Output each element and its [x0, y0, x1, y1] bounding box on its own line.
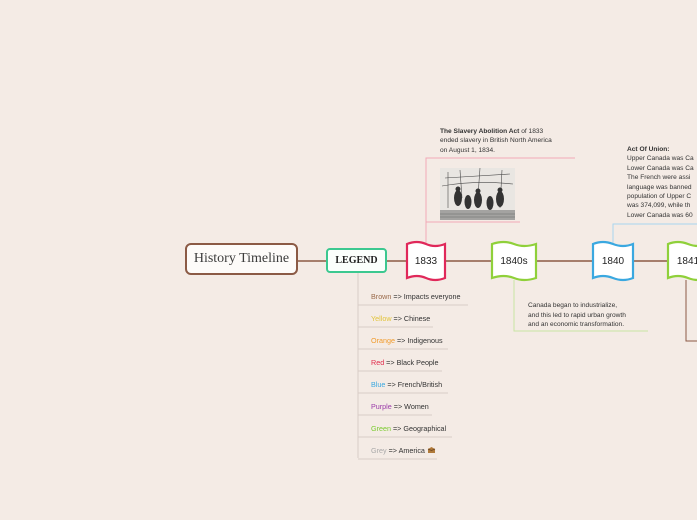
- timeline-label: 1833: [414, 255, 438, 267]
- note-line: on August 1, 1834.: [440, 146, 495, 154]
- note-line: Lower Canada was 60: [627, 211, 693, 219]
- legend-meaning: => Women: [391, 402, 429, 411]
- root-title: History Timeline: [193, 251, 290, 266]
- timeline-label: 1840s: [500, 255, 528, 267]
- note-line: The Slavery Abolition Act of 1833: [440, 127, 580, 136]
- note-act-of-union[interactable]: Act Of Union: Upper Canada was Ca Lower …: [627, 145, 697, 220]
- note-line: population of Upper C: [627, 193, 692, 201]
- timeline-topic-1841[interactable]: 1841: [666, 240, 697, 282]
- legend-item-purple[interactable]: Purple => Women: [371, 402, 429, 411]
- flag-shape: [405, 240, 447, 282]
- note-title: The Slavery Abolition Act: [440, 128, 520, 135]
- note-title: Act Of Union:: [627, 146, 670, 153]
- timeline-topic-1840[interactable]: 1840: [591, 240, 635, 282]
- legend-color-word: Orange: [371, 336, 395, 345]
- legend-meaning: => French/British: [385, 380, 443, 389]
- legend-meaning: => Impacts everyone: [391, 292, 461, 301]
- legend-meaning: => Black People: [384, 358, 439, 367]
- legend-item-red[interactable]: Red => Black People: [371, 358, 439, 367]
- note-slavery-abolition[interactable]: The Slavery Abolition Act of 1833 ended …: [440, 127, 580, 155]
- legend-meaning: => Geographical: [390, 424, 447, 433]
- note-line: and an economic transformation.: [528, 321, 625, 329]
- legend-topic[interactable]: LEGEND: [326, 248, 387, 273]
- legend-color-word: Brown: [371, 292, 392, 301]
- timeline-label: 1840: [601, 255, 625, 267]
- note-title-suffix: of 1833: [519, 128, 544, 135]
- note-line: was 374,099, while th: [627, 202, 691, 210]
- legend-color-word: Blue: [371, 380, 386, 389]
- legend-item-green[interactable]: Green => Geographical: [371, 424, 446, 433]
- note-industrialization[interactable]: Canada began to industrialize, and this …: [528, 301, 653, 330]
- timeline-topic-1833[interactable]: 1833: [405, 240, 447, 282]
- note-line: and this led to rapid urban growth: [528, 311, 626, 319]
- note-line: language was banned: [627, 183, 692, 191]
- legend-item-yellow[interactable]: Yellow => Chinese: [371, 314, 430, 323]
- legend-title: LEGEND: [335, 255, 378, 266]
- root-topic[interactable]: History Timeline: [185, 243, 298, 275]
- timeline-label: 1841: [676, 255, 697, 267]
- flag-shape: [591, 240, 635, 282]
- note-line: Upper Canada was Ca: [627, 155, 694, 163]
- legend-meaning: => America: [386, 446, 425, 455]
- note-line: Lower Canada was Ca: [627, 164, 694, 172]
- flag-shape: [666, 240, 697, 282]
- legend-color-word: Red: [371, 358, 385, 367]
- flag-shape: [490, 240, 538, 282]
- note-line: The French were assi: [627, 174, 691, 182]
- legend-item-blue[interactable]: Blue => French/British: [371, 380, 442, 389]
- legend-meaning: => Chinese: [391, 314, 431, 323]
- legend-color-word: Green: [371, 424, 391, 433]
- slavery-engraving-image: [440, 167, 515, 220]
- legend-color-word: Yellow: [371, 314, 392, 323]
- legend-item-orange[interactable]: Orange => Indigenous: [371, 336, 443, 345]
- legend-item-brown[interactable]: Brown => Impacts everyone: [371, 292, 461, 301]
- note-line: ended slavery in British North America: [440, 137, 552, 145]
- box-icon: [427, 447, 436, 453]
- legend-color-word: Grey: [371, 446, 387, 455]
- note-line: Canada began to industrialize,: [528, 302, 618, 309]
- timeline-topic-1840s[interactable]: 1840s: [490, 240, 538, 282]
- legend-item-grey[interactable]: Grey => America: [371, 446, 436, 455]
- legend-meaning: => Indigenous: [394, 336, 443, 345]
- legend-color-word: Purple: [371, 402, 392, 411]
